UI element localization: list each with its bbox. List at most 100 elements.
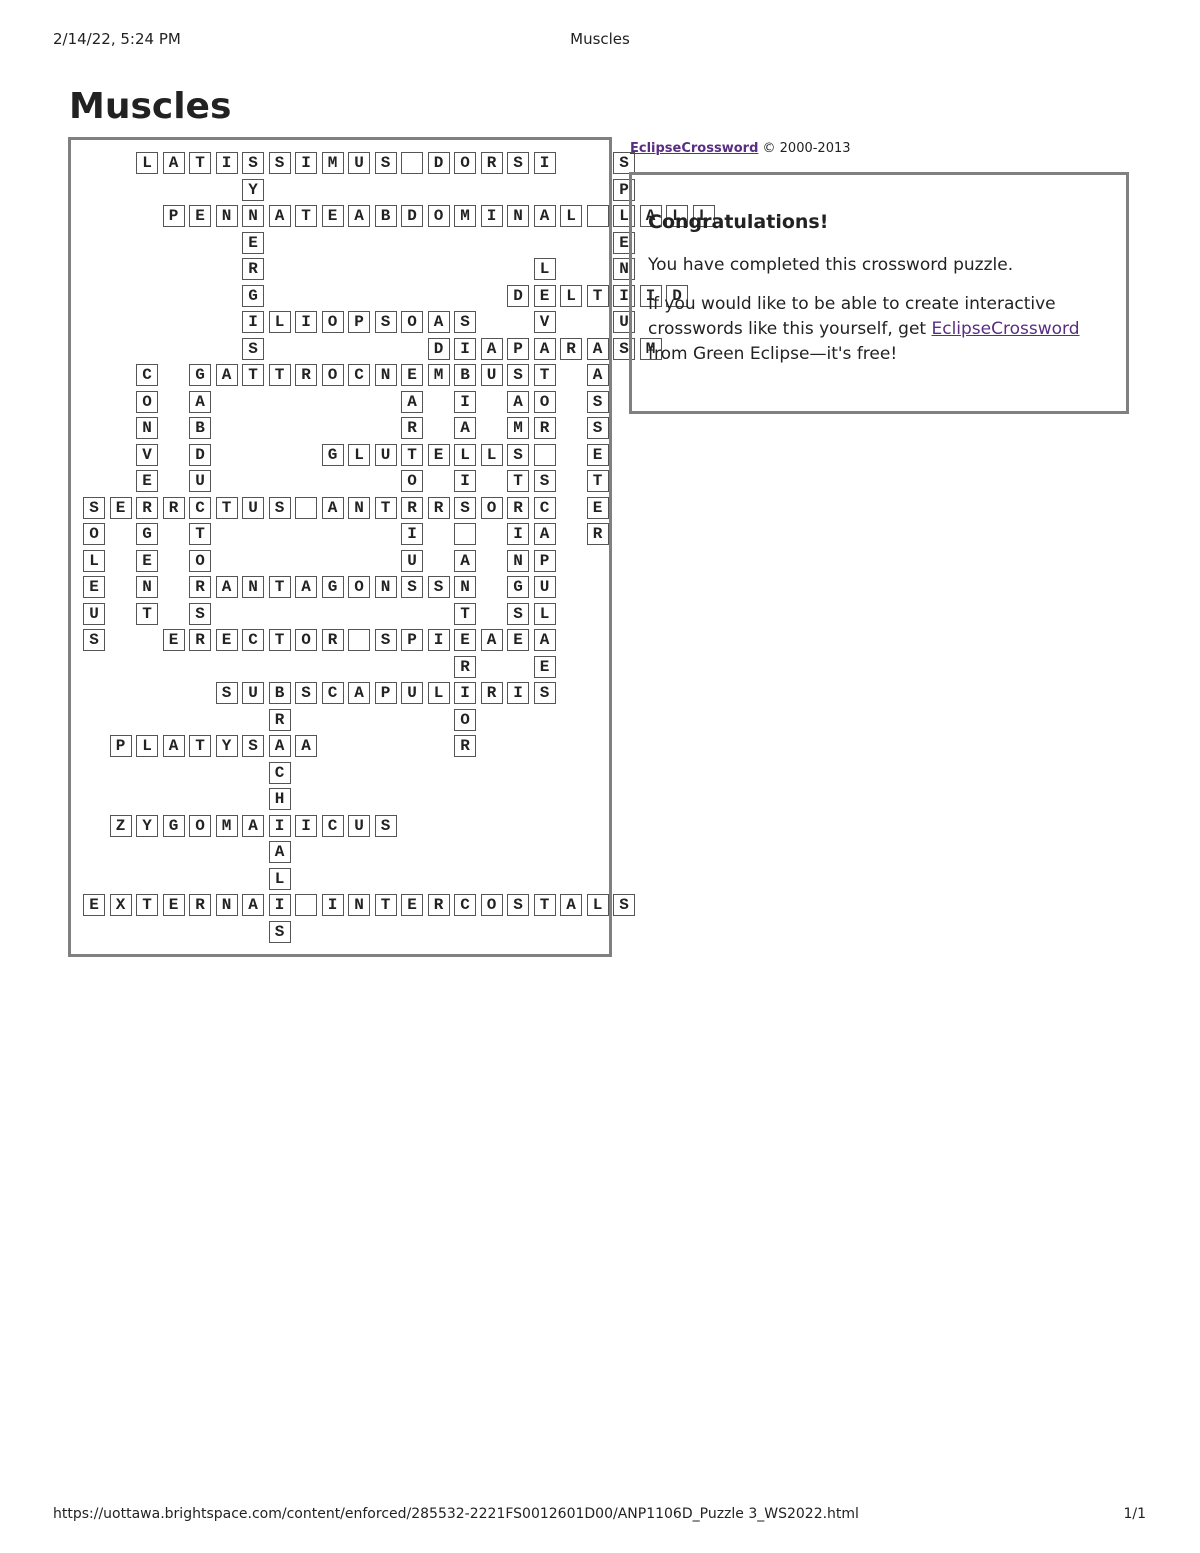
crossword-cell[interactable]: A <box>268 735 291 757</box>
crossword-cell[interactable]: M <box>427 364 450 386</box>
crossword-cell[interactable]: P <box>401 629 423 651</box>
crossword-cell[interactable] <box>586 205 609 227</box>
crossword-cell[interactable]: S <box>83 496 105 519</box>
crossword-cell[interactable]: D <box>507 284 529 307</box>
crossword-cell[interactable]: O <box>321 311 344 333</box>
crossword-cell[interactable]: T <box>189 523 211 545</box>
crossword-cell[interactable]: L <box>692 205 715 227</box>
crossword-cell[interactable]: A <box>268 205 291 227</box>
crossword-cell[interactable]: A <box>401 390 423 413</box>
crossword-cell[interactable]: L <box>533 602 556 625</box>
crossword-cell[interactable]: T <box>374 894 397 916</box>
crossword-cell[interactable]: C <box>321 682 344 704</box>
crossword-cell[interactable]: R <box>507 496 529 519</box>
crossword-cell[interactable]: R <box>321 629 344 651</box>
crossword-cell[interactable]: T <box>586 284 609 307</box>
crossword-cell[interactable]: L <box>136 735 158 757</box>
crossword-cell[interactable]: S <box>507 602 529 625</box>
crossword-cell[interactable]: R <box>454 655 476 678</box>
crossword-cell[interactable]: T <box>189 735 211 757</box>
crossword-cell[interactable]: E <box>533 655 556 678</box>
crossword-cell[interactable]: R <box>427 894 450 916</box>
crossword-cell[interactable]: T <box>507 470 529 492</box>
crossword-cell[interactable]: G <box>136 523 158 545</box>
crossword-cell[interactable]: L <box>480 443 503 466</box>
crossword-cell[interactable]: U <box>242 496 264 519</box>
crossword-cell[interactable]: E <box>83 894 105 916</box>
crossword-cell[interactable]: H <box>268 788 291 810</box>
crossword-cell[interactable]: S <box>374 629 397 651</box>
crossword-cell[interactable]: A <box>162 735 185 757</box>
crossword-cell[interactable]: S <box>295 682 317 704</box>
crossword-cell[interactable]: E <box>427 443 450 466</box>
crossword-cell[interactable]: T <box>374 496 397 519</box>
crossword-cell[interactable]: S <box>507 364 529 386</box>
crossword-cell[interactable]: E <box>401 894 423 916</box>
crossword-cell[interactable]: C <box>321 814 344 837</box>
crossword-cell[interactable]: A <box>215 576 238 598</box>
crossword-cell[interactable]: O <box>321 364 344 386</box>
crossword-cell[interactable]: E <box>162 894 185 916</box>
crossword-cell[interactable]: I <box>480 205 503 227</box>
crossword-cell[interactable]: A <box>295 735 317 757</box>
crossword-cell[interactable]: A <box>321 496 344 519</box>
crossword-cell[interactable]: I <box>295 311 317 333</box>
crossword-cell[interactable]: D <box>666 284 688 307</box>
crossword-cell[interactable]: M <box>507 417 529 439</box>
crossword-cell[interactable]: O <box>533 390 556 413</box>
crossword-cell[interactable]: U <box>83 602 105 625</box>
crossword-cell[interactable]: U <box>401 682 423 704</box>
crossword-cell[interactable]: L <box>560 284 582 307</box>
crossword-cell[interactable]: R <box>454 735 476 757</box>
crossword-cell[interactable]: R <box>401 496 423 519</box>
crossword-cell[interactable]: L <box>268 867 291 890</box>
crossword-cell[interactable]: O <box>480 894 503 916</box>
crossword-cell[interactable]: E <box>533 284 556 307</box>
crossword-cell[interactable]: R <box>189 576 211 598</box>
crossword-cell[interactable]: P <box>507 337 529 360</box>
crossword-cell[interactable]: T <box>242 364 264 386</box>
crossword-cell[interactable]: D <box>401 205 423 227</box>
crossword-cell[interactable]: S <box>533 470 556 492</box>
crossword-cell[interactable]: A <box>348 682 370 704</box>
crossword-cell[interactable]: B <box>268 682 291 704</box>
crossword-cell[interactable]: L <box>348 443 370 466</box>
crossword-cell[interactable]: O <box>454 152 476 174</box>
crossword-cell[interactable]: S <box>507 152 529 174</box>
crossword-cell[interactable]: I <box>427 629 450 651</box>
crossword-cell[interactable]: U <box>480 364 503 386</box>
crossword-cell[interactable]: E <box>401 364 423 386</box>
crossword-cell[interactable]: M <box>639 337 662 360</box>
crossword-cell[interactable]: Y <box>136 814 158 837</box>
crossword-cell[interactable]: N <box>215 205 238 227</box>
crossword-cell[interactable]: R <box>295 364 317 386</box>
crossword-cell[interactable]: A <box>162 152 185 174</box>
crossword-cell[interactable]: A <box>533 205 556 227</box>
crossword-cell[interactable]: D <box>427 152 450 174</box>
crossword-cell[interactable]: I <box>454 470 476 492</box>
crossword-cell[interactable]: A <box>533 629 556 651</box>
crossword-cell[interactable]: A <box>533 523 556 545</box>
crossword-cell[interactable]: E <box>189 205 211 227</box>
crossword-cell[interactable]: N <box>374 364 397 386</box>
crossword-cell[interactable]: S <box>268 920 291 943</box>
crossword-cell[interactable]: I <box>401 523 423 545</box>
crossword-cell[interactable]: U <box>242 682 264 704</box>
crossword-cell[interactable]: D <box>427 337 450 360</box>
crossword-cell[interactable]: I <box>507 523 529 545</box>
crossword-cell[interactable]: T <box>295 205 317 227</box>
crossword-cell[interactable]: A <box>268 841 291 863</box>
crossword-cell[interactable]: A <box>480 337 503 360</box>
crossword-cell[interactable]: P <box>533 549 556 572</box>
crossword-cell[interactable]: E <box>454 629 476 651</box>
crossword-cell[interactable]: T <box>268 364 291 386</box>
crossword-cell[interactable]: O <box>454 708 476 731</box>
eclipsecrossword-credit-link[interactable]: EclipseCrossword <box>630 141 759 156</box>
crossword-cell[interactable]: A <box>639 205 662 227</box>
crossword-cell[interactable]: E <box>242 231 264 254</box>
crossword-cell[interactable]: R <box>189 894 211 916</box>
crossword-cell[interactable]: T <box>401 443 423 466</box>
crossword-cell[interactable]: L <box>136 152 158 174</box>
crossword-cell[interactable]: N <box>454 576 476 598</box>
crossword-cell[interactable]: S <box>507 894 529 916</box>
